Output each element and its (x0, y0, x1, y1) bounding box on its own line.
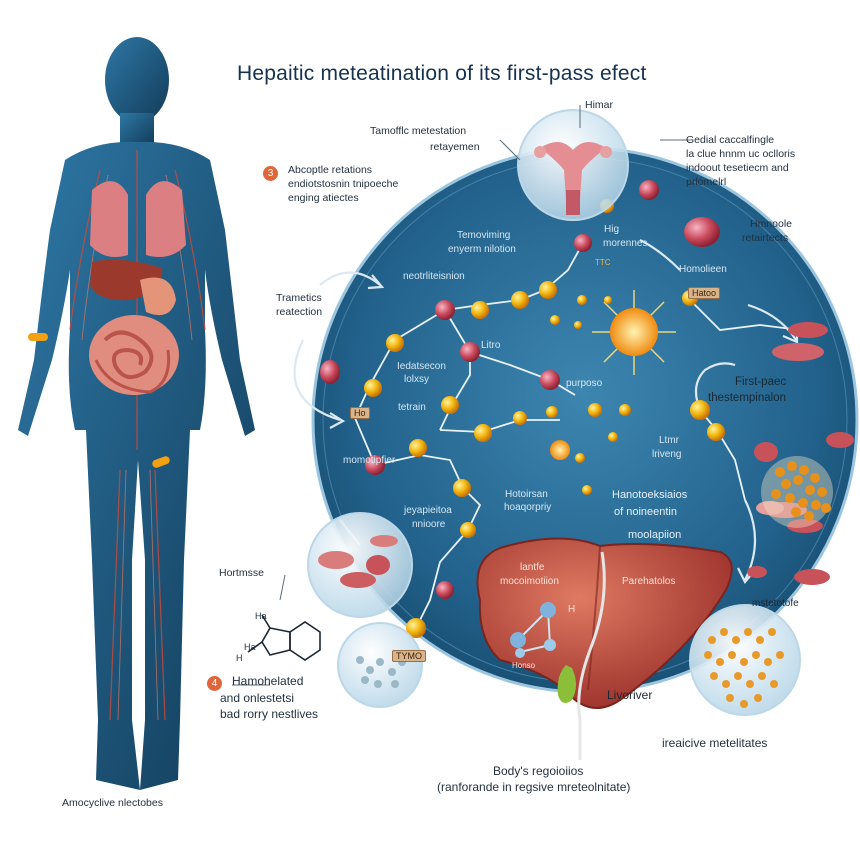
label-uterus: Himar (585, 99, 613, 111)
label-homolo-line3: moolapiion (628, 529, 682, 541)
label-metabolite-right: mstetotofe (752, 598, 799, 609)
label-hb-line1: Hotoirsan (505, 489, 548, 500)
label-lobar-line2: lolxsy (404, 374, 430, 385)
liver-organ (476, 537, 733, 760)
label-lobar-line1: Iedatsecon (397, 361, 446, 372)
bubble-uterus (517, 109, 629, 221)
label-monotipfier: momotipfier (343, 455, 396, 466)
bubble-tablets (307, 512, 413, 618)
label-tetrain: tetrain (398, 402, 426, 413)
label-enzyme-line2: enyerm nilotion (448, 244, 516, 255)
label-body-response-line1: Body's regoioiios (493, 764, 584, 778)
label-jeyapi-line1: jeyapieitoa (404, 505, 452, 516)
label-litro: Litro (481, 340, 501, 351)
label-hormase: Hortmsse (219, 567, 264, 579)
label-right-callout-line4: prlomelrl (686, 176, 727, 188)
label-hormone-effects-line2: retairtects (742, 232, 789, 244)
bubble-crystals (337, 622, 423, 708)
label-livriver: Livoriver (607, 688, 653, 702)
label-homolo-line2: of noineentin (614, 506, 677, 518)
label-enzyme-line1: Temoviming (457, 230, 511, 241)
label-chem-ha-1: Ha (255, 611, 267, 621)
label-liver-h: H (568, 604, 576, 615)
label-first-pass-line1: First-paec (735, 376, 787, 388)
label-jeyapi-line2: nnioore (412, 519, 446, 530)
label-liver-molecule: Honso (512, 661, 536, 670)
label-absorption-line2: endiotstosnin tnipoeche (288, 178, 399, 190)
label-liver-line1: lantfe (520, 562, 545, 573)
label-homolo-line1: Hanotoeksiaios (612, 489, 688, 501)
label-liver-small-line1: Ltmr (659, 435, 679, 446)
step-badge-4: 4 (207, 676, 222, 691)
callout-lines (232, 105, 690, 686)
enzyme-burst (550, 290, 676, 460)
tag-hatoo: Hatoo (688, 287, 721, 299)
label-right-callout-line3: indoout tesetiecm and (686, 162, 789, 174)
metabolite-cluster (761, 456, 833, 528)
label-transport-line2: reatection (276, 306, 323, 318)
chemical-structure (247, 614, 321, 661)
label-first-pass-line2: thestempinalon (708, 392, 786, 404)
label-right-callout-line2: la clue hnnm uc oclloris (686, 148, 796, 160)
label-top-callout-line1: Tamofflc metestation (370, 125, 467, 137)
label-absorption-line1: Abcoptle retations (288, 164, 373, 176)
step-badge-3: 3 (263, 166, 278, 181)
label-body-response-line2: (ranforande in regsive mreteolnitate) (437, 780, 631, 794)
label-stage4-line2: and onlestetsi (220, 691, 295, 705)
label-ttc: TTC (595, 258, 611, 267)
label-absorption-line3: enging atiectes (288, 192, 359, 204)
label-neutralization: neotrliteisnion (403, 271, 465, 282)
label-homolieen: Homolieen (679, 264, 727, 275)
diagram-title: Hepaitic meteatination of its first-pass… (237, 62, 647, 85)
bubble-metabolites (689, 604, 801, 716)
red-molecules (365, 180, 659, 599)
label-chem-ha-2: Ha (244, 642, 256, 652)
label-chem-h: H (236, 653, 243, 663)
label-reactive-metabolites: ireaicive metelitates (662, 736, 768, 750)
label-right-callout-line1: Gedial caccalfingle (686, 134, 775, 146)
label-hig: Hig (604, 224, 620, 235)
label-top-callout-line2: retayemen (430, 141, 480, 153)
label-purpose: purposo (566, 378, 603, 389)
tag-tymo: TYMO (392, 650, 426, 662)
label-hormone-effects-line1: Hmnoole (750, 218, 793, 230)
label-stage4-line1: Hamohelated (232, 674, 304, 688)
label-stage4-line3: bad rorry nestlives (220, 707, 319, 721)
human-body-figure (18, 37, 255, 790)
pill-tablets (320, 217, 854, 585)
label-hormones: morennes (603, 238, 648, 249)
label-bottom-left: Amocyclive nlectobes (62, 797, 163, 809)
label-liver-right: Parehatolos (622, 576, 676, 587)
label-liver-small-line2: lriveng (652, 449, 682, 460)
label-hb-line2: hoaqorpriy (504, 502, 552, 513)
tag-ho: Ho (350, 407, 370, 419)
label-liver-line2: mocoimotiion (500, 576, 559, 587)
label-transport-line1: Trametics (276, 292, 322, 304)
